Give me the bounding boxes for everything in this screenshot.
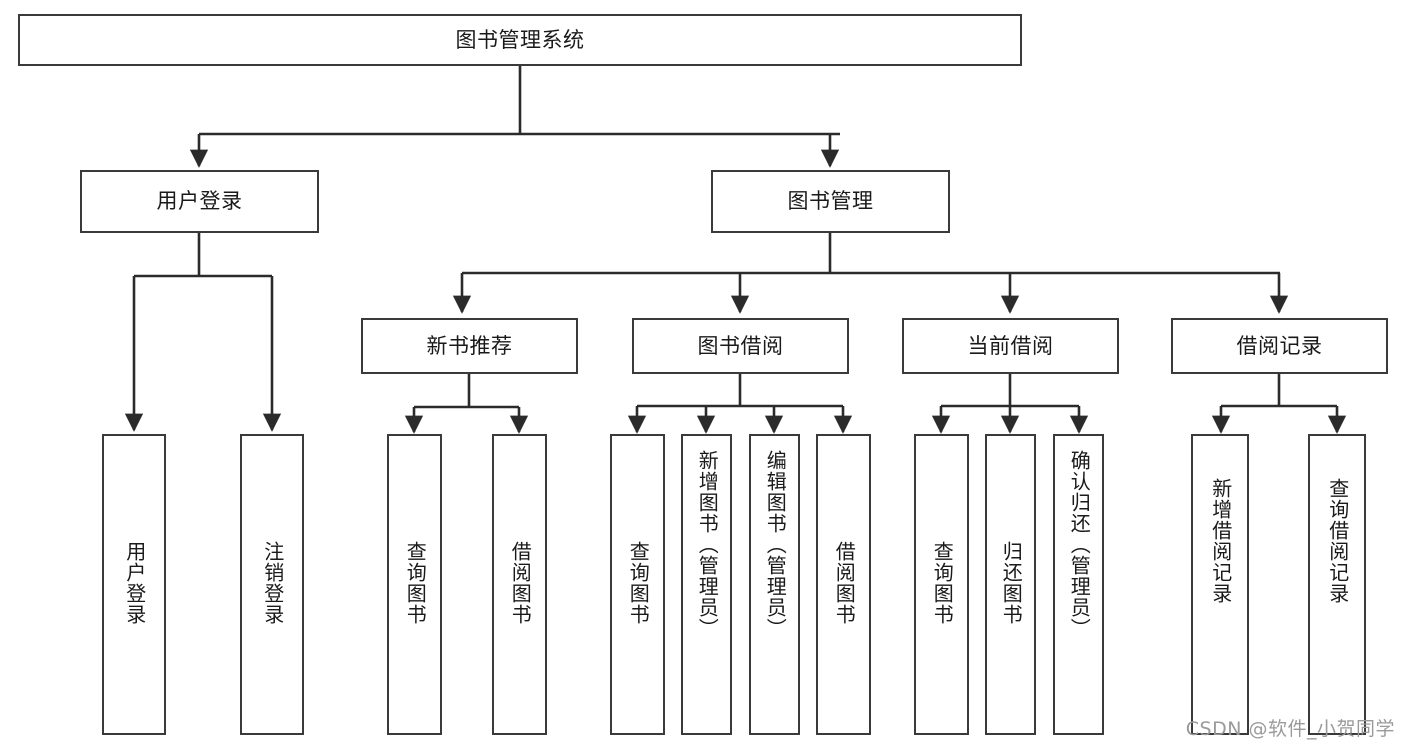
leaf-query-book-current[interactable]: 查询图书 xyxy=(914,434,969,735)
node-borrow-record-label: 借阅记录 xyxy=(1236,333,1323,358)
leaf-add-book-admin-label: 新增图书（管理员） xyxy=(695,450,720,639)
node-current-borrow-label: 当前借阅 xyxy=(967,333,1054,358)
node-borrow-record[interactable]: 借阅记录 xyxy=(1171,318,1388,374)
leaf-return-book-label: 归还图书 xyxy=(999,541,1024,625)
node-user-login[interactable]: 用户登录 xyxy=(80,170,319,233)
leaf-logout[interactable]: 注销登录 xyxy=(240,434,304,735)
leaf-borrow-book-recommend-label: 借阅图书 xyxy=(508,541,533,625)
node-current-borrow[interactable]: 当前借阅 xyxy=(902,318,1119,374)
leaf-add-borrow-record-label: 新增借阅记录 xyxy=(1208,478,1233,604)
leaf-edit-book-admin[interactable]: 编辑图书（管理员） xyxy=(749,434,800,735)
node-root[interactable]: 图书管理系统 xyxy=(18,14,1022,66)
node-book-management-label: 图书管理 xyxy=(787,189,874,214)
leaf-confirm-return-admin-label: 确认归还（管理员） xyxy=(1067,450,1092,639)
leaf-return-book[interactable]: 归还图书 xyxy=(985,434,1036,735)
node-root-label: 图书管理系统 xyxy=(455,27,585,52)
leaf-query-book-borrow-label: 查询图书 xyxy=(626,541,651,625)
leaf-add-borrow-record[interactable]: 新增借阅记录 xyxy=(1191,434,1249,735)
node-book-borrow-label: 图书借阅 xyxy=(697,333,784,358)
node-new-book-recommend-label: 新书推荐 xyxy=(426,333,513,358)
leaf-query-book-recommend[interactable]: 查询图书 xyxy=(387,434,442,735)
node-new-book-recommend[interactable]: 新书推荐 xyxy=(361,318,578,374)
node-book-borrow[interactable]: 图书借阅 xyxy=(632,318,849,374)
leaf-borrow-book[interactable]: 借阅图书 xyxy=(816,434,871,735)
node-user-login-label: 用户登录 xyxy=(156,189,243,214)
leaf-query-borrow-record-label: 查询借阅记录 xyxy=(1325,478,1350,604)
leaf-user-login[interactable]: 用户登录 xyxy=(102,434,166,735)
node-book-management[interactable]: 图书管理 xyxy=(711,170,950,233)
leaf-borrow-book-recommend[interactable]: 借阅图书 xyxy=(492,434,547,735)
leaf-edit-book-admin-label: 编辑图书（管理员） xyxy=(763,450,788,639)
leaf-borrow-book-label: 借阅图书 xyxy=(832,541,857,625)
leaf-query-book-current-label: 查询图书 xyxy=(930,541,955,625)
leaf-query-book-recommend-label: 查询图书 xyxy=(403,541,428,625)
leaf-query-borrow-record[interactable]: 查询借阅记录 xyxy=(1308,434,1366,735)
leaf-query-book-borrow[interactable]: 查询图书 xyxy=(610,434,665,735)
leaf-add-book-admin[interactable]: 新增图书（管理员） xyxy=(681,434,732,735)
leaf-logout-label: 注销登录 xyxy=(260,541,285,625)
csdn-watermark: CSDN @软件_小贺同学 xyxy=(1185,718,1395,740)
leaf-user-login-label: 用户登录 xyxy=(122,541,147,625)
leaf-confirm-return-admin[interactable]: 确认归还（管理员） xyxy=(1053,434,1104,735)
